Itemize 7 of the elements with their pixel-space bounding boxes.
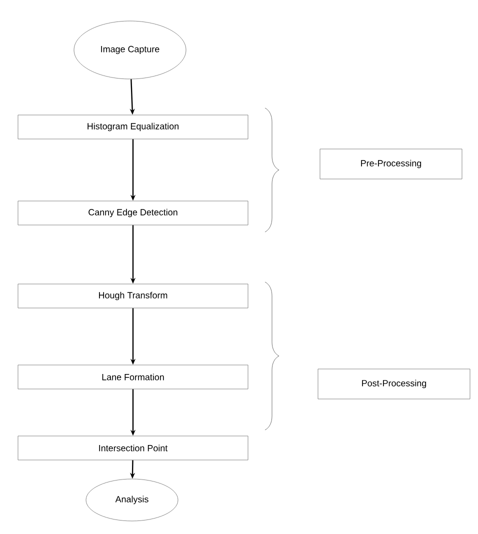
process-box: Intersection Point — [18, 436, 248, 460]
process-box: Lane Formation — [18, 364, 248, 390]
process-box: Pre-Processing — [320, 148, 462, 180]
process-box: Histogram Equalization — [18, 114, 248, 140]
process-box: Post-Processing — [318, 368, 470, 400]
process-box: Hough Transform — [18, 284, 248, 308]
process-box: Canny Edge Detection — [18, 200, 248, 226]
